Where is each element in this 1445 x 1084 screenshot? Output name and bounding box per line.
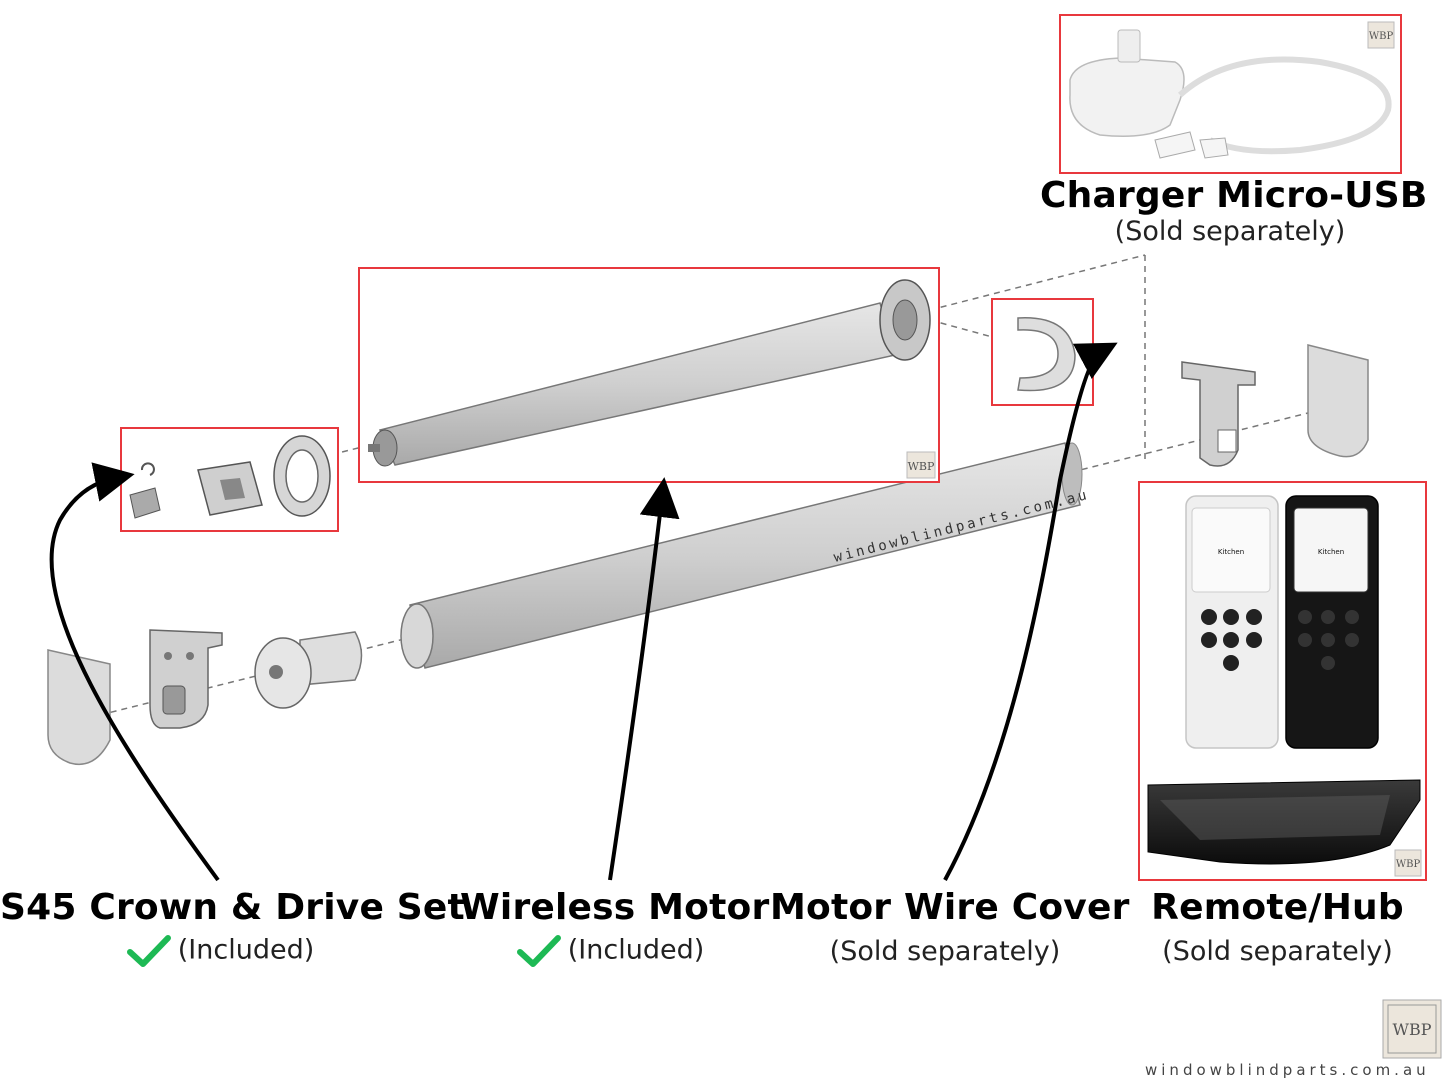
- left-end-cover: [47, 649, 111, 765]
- roller-tube: [400, 442, 1083, 669]
- wire-cover-box: [991, 298, 1094, 406]
- screen-title-2: Kitchen: [1318, 548, 1344, 556]
- charger-note: (Sold separately): [1114, 216, 1346, 247]
- motor-box: WBP: [358, 267, 940, 483]
- remote-hub-title: Remote/Hub: [1151, 887, 1404, 928]
- crown-drive-box: [120, 427, 339, 532]
- svg-text:WBP: WBP: [1369, 31, 1394, 42]
- motor-label: Wireless Motor (Included): [460, 887, 770, 968]
- black-remote: Kitchen: [1285, 495, 1379, 749]
- crown-drive-label: S45 Crown & Drive Set (Included): [0, 887, 465, 968]
- crown-drive-note: (Included): [177, 934, 315, 966]
- check-icon: [516, 935, 561, 967]
- svg-text:WBP: WBP: [1396, 859, 1421, 870]
- arrow-icon: [49, 342, 1118, 882]
- footer-url: windowblindparts.com.au: [1145, 1061, 1430, 1079]
- remote-hub-box: Kitchen Kitchen WBP: [1138, 481, 1427, 881]
- white-remote: Kitchen: [1185, 495, 1279, 749]
- wbp-logo: [906, 451, 936, 479]
- svg-text:WBP: WBP: [908, 460, 935, 473]
- right-end-cover: [1307, 344, 1369, 458]
- remote-hub-label: Remote/Hub (Sold separately): [1140, 888, 1415, 968]
- wire-cover-label: Motor Wire Cover (Sold separately): [770, 887, 1130, 968]
- motor-title: Wireless Motor: [460, 887, 770, 928]
- crown-drive-title: S45 Crown & Drive Set: [0, 887, 465, 928]
- charger-label: Charger Micro-USB (Sold separately): [1040, 175, 1428, 248]
- wire-cover-note: (Sold separately): [829, 936, 1061, 967]
- motor-note: (Included): [567, 934, 705, 966]
- hub-device: [1147, 779, 1421, 865]
- screen-title: Kitchen: [1218, 548, 1244, 556]
- wire-cover-title: Motor Wire Cover: [770, 887, 1130, 928]
- check-icon: [126, 935, 171, 967]
- wbp-logo: WBP: [1382, 999, 1442, 1059]
- charger-title: Charger Micro-USB: [1040, 175, 1428, 216]
- svg-text:WBP: WBP: [1393, 1020, 1432, 1039]
- remote-hub-note: (Sold separately): [1162, 936, 1393, 967]
- idler-end-plug: [254, 631, 363, 709]
- left-bracket: [149, 629, 223, 729]
- right-bracket: [1181, 361, 1256, 467]
- charger-box: WBP: [1059, 14, 1402, 174]
